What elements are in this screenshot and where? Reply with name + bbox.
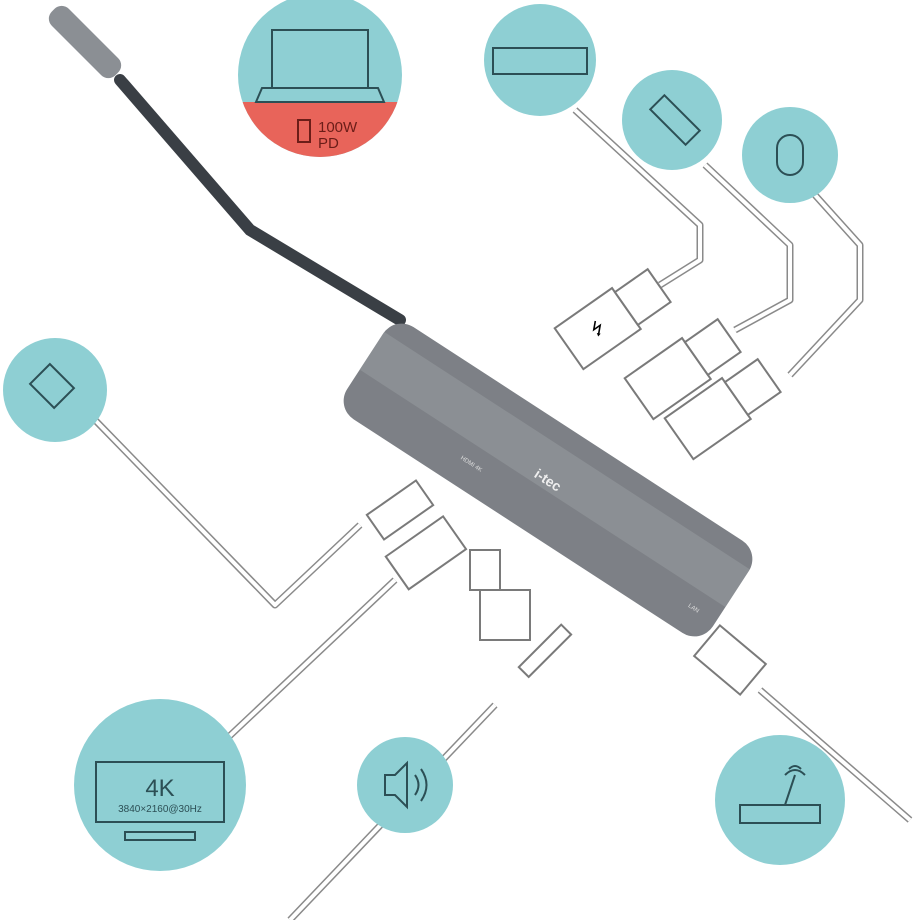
usb-c-hub: i-tec HDMI 4K LAN [343, 323, 753, 637]
power-delivery-label: PD [318, 135, 339, 152]
resolution-label: 4K [145, 775, 174, 802]
router-circle [715, 735, 845, 865]
router-icon [739, 804, 821, 824]
audio-jack [517, 623, 573, 679]
resolution-detail: 3840×2160@30Hz [118, 804, 202, 815]
power-circle [3, 338, 107, 442]
usb-a-plugs: ⭍ [365, 267, 783, 697]
keyboard-icon [492, 47, 588, 75]
monitor-circle: 4K 3840×2160@30Hz [74, 699, 246, 871]
power-delivery-wattage: 100W [318, 119, 358, 136]
usb-flash-drive-icon [648, 93, 702, 147]
hdmi-plug [384, 515, 468, 591]
microsd-card [469, 549, 501, 591]
mouse-circle [742, 107, 838, 203]
rj45-plug [692, 623, 768, 697]
mouse-icon [776, 134, 804, 176]
usb-c-cable [48, 5, 406, 326]
thunderbolt-plug [365, 479, 435, 541]
usb-c-plug [48, 5, 122, 79]
keyboard-circle [484, 4, 596, 116]
sd-card [479, 589, 531, 641]
cables [92, 107, 913, 920]
battery-icon [297, 119, 311, 143]
power-plug-icon [28, 362, 76, 410]
monitor-icon [95, 761, 225, 823]
usb-drive-circle [622, 70, 722, 170]
laptop-circle: 100W PD [238, 0, 402, 157]
lan-port-label: LAN [687, 603, 700, 614]
speaker-circle [357, 737, 453, 833]
speaker-icon [384, 760, 428, 810]
